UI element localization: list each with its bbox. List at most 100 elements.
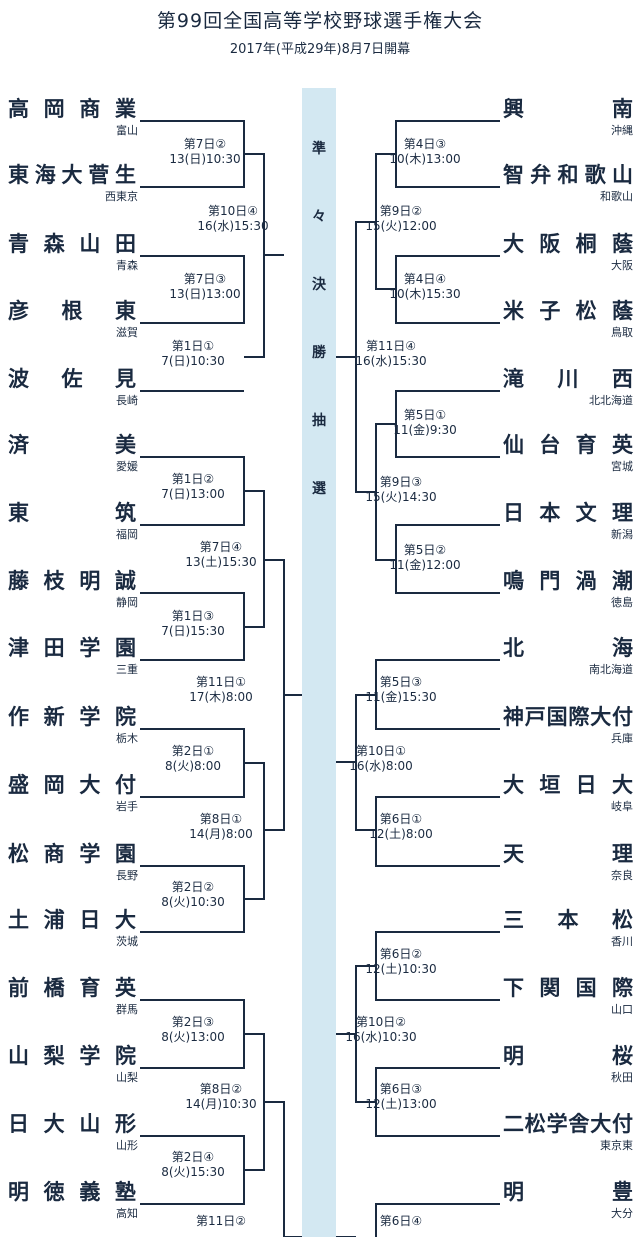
team-prefecture: 高知 [116, 1207, 138, 1220]
game-time: 7(日)15:30 [161, 624, 225, 638]
team-name-char: 見 [115, 367, 136, 391]
team-name-char: 菅 [88, 163, 110, 187]
team-name-char: 梨 [43, 1044, 65, 1068]
team-name-char: 神 [503, 705, 524, 729]
team-name-char: 鳴 [503, 569, 524, 593]
game-time: 11(金)12:00 [389, 558, 461, 572]
team-name-char: 大 [61, 163, 83, 187]
team-name: 前橋育英 [8, 976, 136, 1000]
team-name-char: 山 [612, 163, 633, 187]
team-name-char: 筑 [115, 501, 136, 525]
team-prefecture: 福岡 [116, 528, 138, 541]
game-time: 8(火)13:00 [161, 1030, 225, 1044]
team-name-char: 天 [503, 842, 524, 866]
team-name-char: 松 [612, 908, 633, 932]
game-day: 第10日④ [207, 204, 259, 218]
game-time: 12(土)8:00 [369, 827, 433, 841]
team-name-char: 戸 [524, 705, 546, 729]
team-name-char: 藤 [8, 569, 29, 593]
game-day: 第11日④ [365, 339, 417, 353]
game-day: 第1日③ [171, 609, 215, 623]
game-day: 第7日③ [183, 272, 227, 286]
game-time: 16(水)15:30 [355, 354, 427, 368]
team-name-char: 商 [79, 97, 101, 121]
team-name-char: 大 [611, 773, 633, 797]
team-name-char: 南 [612, 97, 633, 121]
team-name-char: 和 [557, 163, 579, 187]
game-day: 第10日① [355, 744, 407, 758]
team-prefecture: 三重 [116, 663, 138, 676]
game-time: 7(日)13:00 [161, 487, 225, 501]
team-prefecture: 静岡 [116, 596, 138, 609]
team-name: 波佐見 [8, 367, 136, 391]
team-name: 彦根東 [8, 299, 136, 323]
team-name-char: 山 [79, 1112, 101, 1136]
team-name-char: 東 [8, 163, 29, 187]
team-name-char: 岡 [43, 773, 65, 797]
team-name-char: 下 [503, 976, 524, 1000]
game-time: 14(月)8:00 [189, 827, 253, 841]
game-time: 12(土)13:00 [365, 1097, 437, 1111]
team-name-char: 際 [611, 976, 633, 1000]
game-time: 13(日)10:30 [169, 152, 241, 166]
team-name-char: 付 [611, 1112, 633, 1136]
team-name-char: 青 [8, 232, 29, 256]
team-prefecture: 鳥取 [611, 326, 633, 339]
game-day: 第10日② [355, 1015, 407, 1029]
team-name: 二松学舎大付 [503, 1112, 633, 1136]
team-name: 大垣日大 [503, 773, 633, 797]
game-day: 第4日③ [403, 137, 447, 151]
team-name: 興南 [503, 97, 633, 121]
quarterfinal-draw-column: 準 々 決 勝 抽 選 [302, 88, 336, 1237]
team-name-char: 仙 [503, 433, 524, 457]
team-name-char: 生 [115, 163, 136, 187]
team-name-char: 土 [8, 908, 29, 932]
team-name-char: 塾 [114, 1180, 136, 1204]
team-prefecture: 大分 [611, 1207, 633, 1220]
team-name-char: 松 [575, 299, 597, 323]
team-name-char: 理 [611, 501, 633, 525]
team-name: 津田学園 [8, 636, 136, 660]
team-name-char: 文 [575, 501, 597, 525]
team-name-char: 際 [568, 705, 590, 729]
team-prefecture: 岩手 [116, 800, 138, 813]
team-name-char: 英 [611, 433, 633, 457]
team-name-char: 日 [79, 908, 101, 932]
team-prefecture: 西東京 [105, 190, 138, 203]
team-name-char: 育 [575, 433, 597, 457]
team-name-char: 院 [114, 1044, 136, 1068]
team-name-char: 門 [539, 569, 561, 593]
team-name-char: 弁 [530, 163, 552, 187]
team-name-char: 台 [539, 433, 561, 457]
team-name-char: 舎 [568, 1112, 590, 1136]
team-name: 作新学院 [8, 705, 136, 729]
team-name: 大阪桐蔭 [503, 232, 633, 256]
team-name-char: 済 [8, 433, 29, 457]
game-time: 17(木)8:00 [189, 690, 253, 704]
team-name-char: 学 [79, 1044, 101, 1068]
team-name-char: 桐 [575, 232, 597, 256]
column-char: 抽 [312, 413, 326, 429]
game-day: 第11日② [195, 1214, 247, 1228]
game-time: 8(火)10:30 [161, 895, 225, 909]
game-day: 第9日③ [379, 475, 423, 489]
team-name-char: 歌 [584, 163, 606, 187]
game-day: 第4日④ [403, 272, 447, 286]
team-name-char: 彦 [8, 299, 29, 323]
team-name-char: 山 [8, 1044, 29, 1068]
team-name-char: 豊 [612, 1180, 633, 1204]
team-name-char: 興 [503, 97, 524, 121]
team-name: 明徳義塾 [8, 1180, 136, 1204]
game-time: 14(月)10:30 [185, 1097, 257, 1111]
